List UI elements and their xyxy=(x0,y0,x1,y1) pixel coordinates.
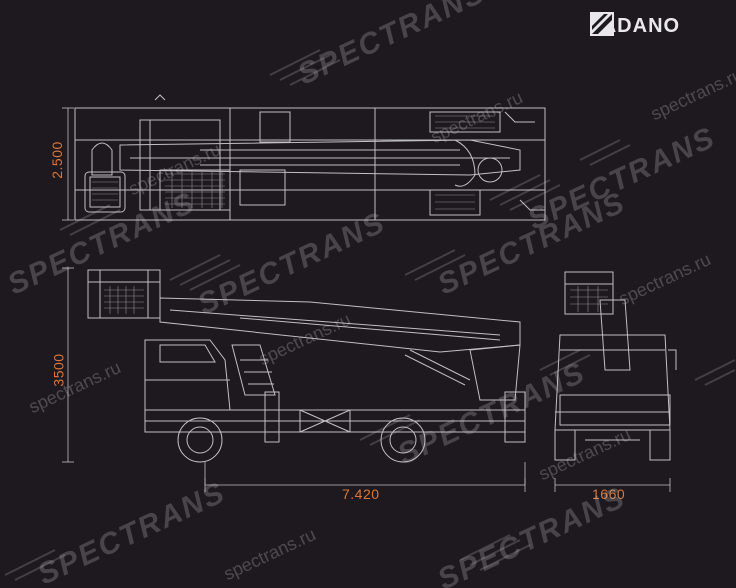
dimension-lines xyxy=(62,107,671,492)
tadano-logo-icon xyxy=(590,12,614,36)
watermark-streaks xyxy=(4,49,736,581)
rear-view xyxy=(554,271,677,461)
dim-length: 7.420 xyxy=(342,486,380,502)
tadano-logo: TADANO xyxy=(590,12,720,40)
side-view xyxy=(87,269,526,463)
top-view xyxy=(74,94,546,221)
dim-rear-width: 1660 xyxy=(592,486,626,502)
dim-top-height: 2.500 xyxy=(48,141,65,179)
